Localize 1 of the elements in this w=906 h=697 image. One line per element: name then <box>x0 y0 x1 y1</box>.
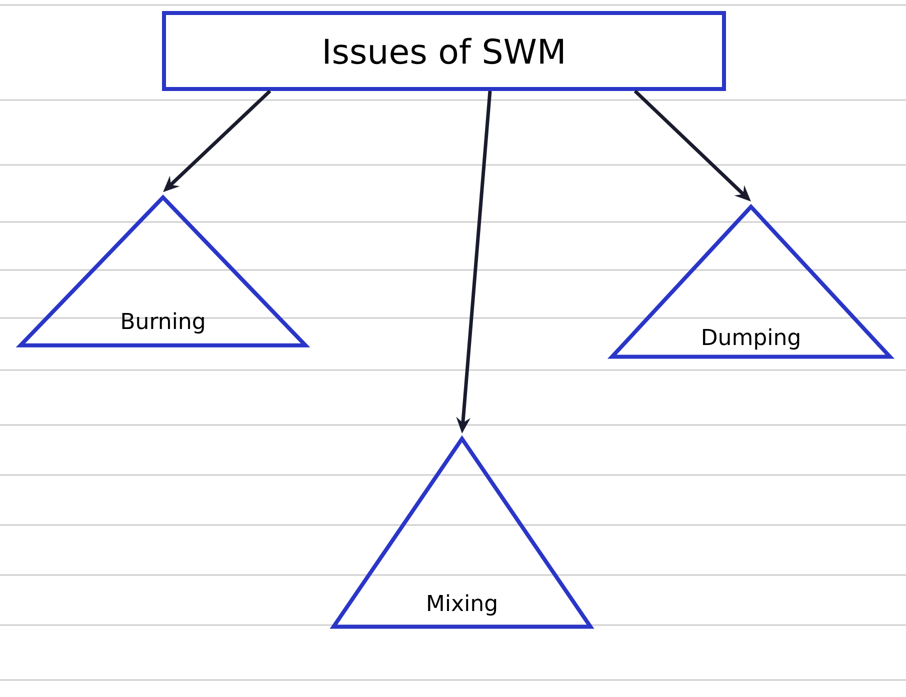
title-box: Issues of SWM <box>162 11 726 91</box>
